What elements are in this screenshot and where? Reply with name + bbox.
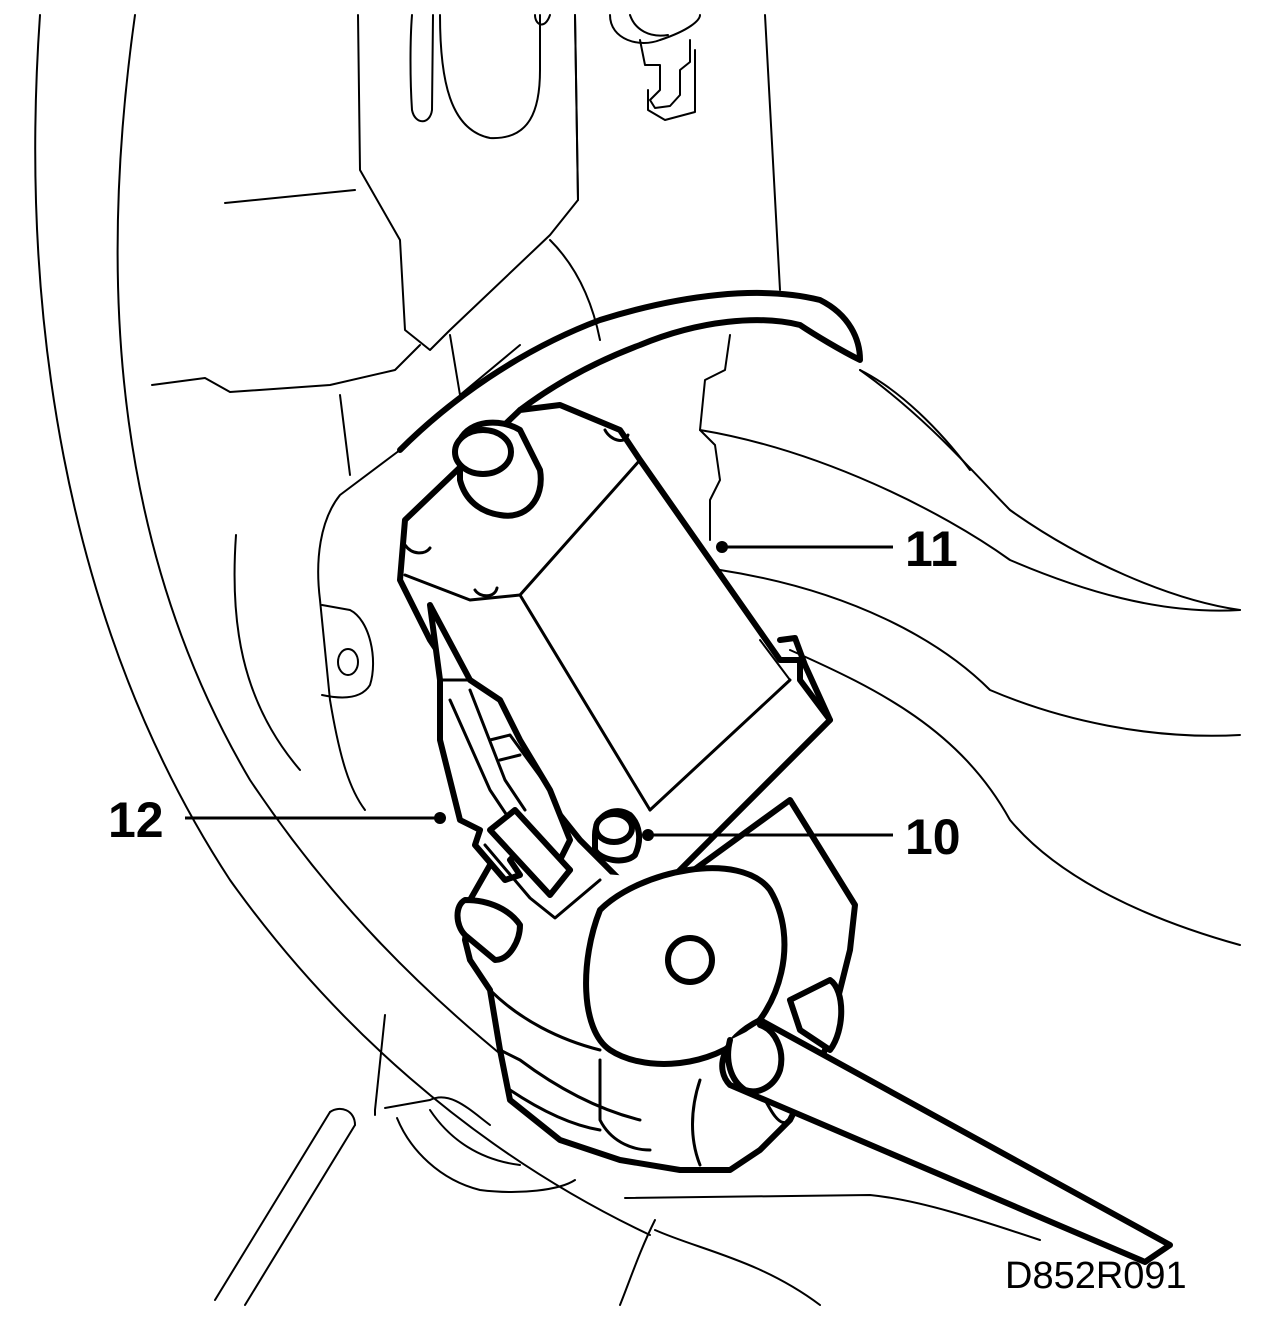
- reference-code: D852R091: [1005, 1255, 1187, 1297]
- actuator-housing: [397, 402, 833, 893]
- callout-11: 11: [716, 521, 958, 577]
- callout-12-label: 12: [108, 792, 164, 848]
- callout-11-label: 11: [905, 521, 958, 577]
- mounting-bracket: [397, 289, 863, 541]
- mounting-screw: [592, 808, 643, 864]
- output-shaft: [719, 1017, 1173, 1265]
- vehicle-body-structure: [34, 14, 1241, 1306]
- wiring-connector: [427, 602, 602, 920]
- callout-10: 10: [642, 809, 961, 865]
- callout-10-label: 10: [905, 809, 961, 865]
- callout-12: 12: [108, 792, 446, 848]
